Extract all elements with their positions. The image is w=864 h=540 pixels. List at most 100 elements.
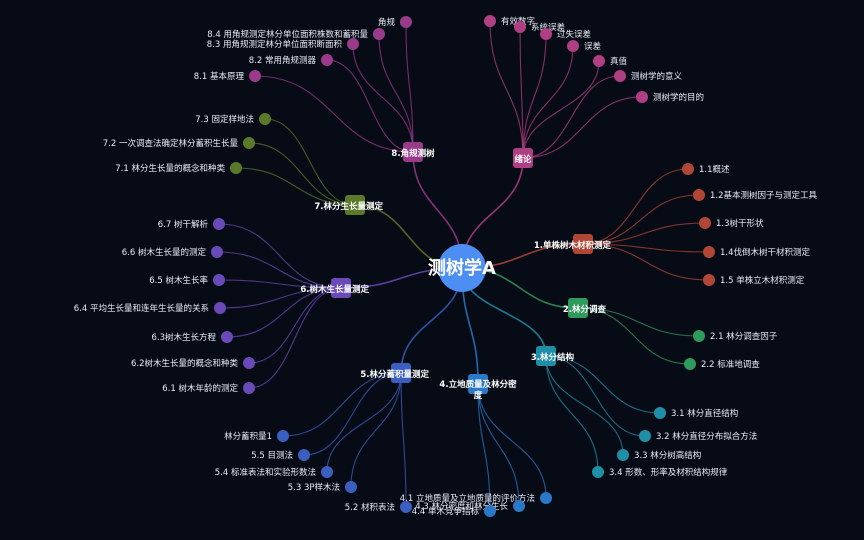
leaf-dot[interactable] [513,500,525,512]
leaf-node[interactable]: 2.2 标准地调查 [684,358,760,370]
leaf-dot[interactable] [703,246,715,258]
leaf-dot[interactable] [345,481,357,493]
leaf-dot[interactable] [211,246,223,258]
leaf-dot[interactable] [592,466,604,478]
leaf-dot[interactable] [617,449,629,461]
leaf-node[interactable]: 8.1 基本原理 [194,70,261,82]
leaf-dot[interactable] [321,466,333,478]
leaf-node[interactable]: 系统误差 [514,21,565,33]
leaf-dot[interactable] [243,357,255,369]
leaf-node[interactable]: 误差 [567,40,601,52]
branch-box[interactable] [573,234,593,254]
leaf-dot[interactable] [298,449,310,461]
leaf-dot[interactable] [614,70,626,82]
leaf-node[interactable]: 3.4 形数、形率及材积结构规律 [592,466,728,478]
leaf-node[interactable]: 测树学的意义 [614,70,683,82]
branch-box[interactable] [468,374,488,394]
branch-box[interactable] [403,142,423,162]
leaf-dot[interactable] [540,28,552,40]
leaf-dot[interactable] [484,15,496,27]
leaf-node[interactable]: 2.1 林分调查因子 [693,330,778,342]
leaf-node[interactable]: 5.5 目测法 [251,449,310,461]
branch-node-b5[interactable]: 5.林分蓄积量测定 [360,363,429,383]
branch-node-b4[interactable]: 4.立地质量及林分密度 [439,374,517,401]
leaf-dot[interactable] [567,40,579,52]
branch-box[interactable] [513,148,533,168]
leaf-dot[interactable] [243,382,255,394]
leaf-dot[interactable] [682,163,694,175]
branch-node-b2[interactable]: 2.林分调查 [563,298,607,318]
leaf-node[interactable]: 有效数字 [484,15,535,27]
leaf-dot[interactable] [400,16,412,28]
root-node[interactable] [438,244,486,292]
leaf-node[interactable]: 过失误差 [540,28,591,40]
leaf-dot[interactable] [243,137,255,149]
branch-node-b3[interactable]: 3.林分结构 [531,346,575,366]
leaf-dot[interactable] [484,505,496,517]
leaf-node[interactable]: 林分蓄积量1 [224,430,289,442]
leaf-node[interactable]: 3.3 林分树高结构 [617,449,701,461]
leaf-node[interactable]: 6.7 树干解析 [158,218,225,230]
leaf-node[interactable]: 5.4 标准表法和实验形数法 [215,466,333,478]
leaf-dot[interactable] [639,430,651,442]
leaf-node[interactable]: 4.3 林分密度和林分生长 [415,500,525,512]
leaf-dot[interactable] [221,331,233,343]
branch-node-b1[interactable]: 1.单株树木材积测定 [534,234,612,254]
leaf-node[interactable]: 角规 [378,16,412,28]
leaf-dot[interactable] [693,330,705,342]
leaf-dot[interactable] [249,70,261,82]
mindmap-root[interactable]: 测树学A [428,244,496,292]
branch-node-b8[interactable]: 8.角规测树 [391,142,435,162]
leaf-node[interactable]: 6.2树木生长量的概念和种类 [131,357,255,369]
leaf-node[interactable]: 6.4 平均生长量和连年生长量的关系 [74,302,226,314]
leaf-dot[interactable] [654,407,666,419]
leaf-node[interactable]: 3.1 林分直径结构 [654,407,738,419]
leaf-node[interactable]: 真值 [593,55,628,67]
branch-box[interactable] [568,298,588,318]
leaf-node[interactable]: 4.1 立地质量及立地质量的评价方法 [400,492,552,504]
leaf-node[interactable]: 7.3 固定样地法 [195,113,271,125]
leaf-dot[interactable] [684,358,696,370]
leaf-dot[interactable] [703,274,715,286]
leaf-node[interactable]: 6.3树木生长方程 [151,331,233,343]
leaf-dot[interactable] [277,430,289,442]
branch-box[interactable] [391,363,411,383]
leaf-dot[interactable] [213,218,225,230]
leaf-node[interactable]: 8.3 用角规测定林分单位面积断面积 [207,38,359,50]
leaf-dot[interactable] [540,492,552,504]
leaf-node[interactable]: 6.6 树木生长量的测定 [122,246,223,258]
leaf-dot[interactable] [699,217,711,229]
leaf-node[interactable]: 8.4 用角规测定林分单位面积株数和蓄积量 [207,28,385,40]
leaf-dot[interactable] [514,21,526,33]
leaf-node[interactable]: 3.2 林分直径分布拟合方法 [639,430,757,442]
leaf-node[interactable]: 1.3树干形状 [699,217,764,229]
leaf-dot[interactable] [214,302,226,314]
leaf-dot[interactable] [593,55,605,67]
leaf-node[interactable]: 1.1概述 [682,163,730,175]
leaf-node[interactable]: 5.2 材积表法 [345,501,412,513]
leaf-dot[interactable] [230,162,242,174]
branch-box[interactable] [536,346,556,366]
leaf-node[interactable]: 5.3 3P样木法 [288,481,357,493]
branch-box[interactable] [331,278,351,298]
leaf-node[interactable]: 8.2 常用角规测器 [249,54,333,66]
leaf-dot[interactable] [213,274,225,286]
leaf-node[interactable]: 6.5 树木生长率 [149,274,225,286]
leaf-node[interactable]: 1.4伐倒木树干材积测定 [703,246,811,258]
leaf-dot[interactable] [347,38,359,50]
leaf-dot[interactable] [373,28,385,40]
leaf-dot[interactable] [259,113,271,125]
leaf-dot[interactable] [321,54,333,66]
branch-node-b0[interactable]: 绪论 [513,148,533,168]
leaf-node[interactable]: 1.2基本测树因子与测定工具 [693,189,818,201]
leaf-node[interactable]: 1.5 单株立木材积测定 [703,274,805,286]
leaf-node[interactable]: 7.2 一次调查法确定林分蓄积生长量 [103,137,255,149]
branch-node-b7[interactable]: 7.林分生长量测定 [314,195,383,215]
leaf-node[interactable]: 7.1 林分生长量的概念和种类 [115,162,242,174]
leaf-node[interactable]: 4.4 单木竞争指标 [412,505,496,517]
leaf-dot[interactable] [636,91,648,103]
leaf-node[interactable]: 测树学的目的 [636,91,704,103]
leaf-dot[interactable] [693,189,705,201]
leaf-dot[interactable] [400,501,412,513]
branch-node-b6[interactable]: 6.树木生长量测定 [300,278,369,298]
